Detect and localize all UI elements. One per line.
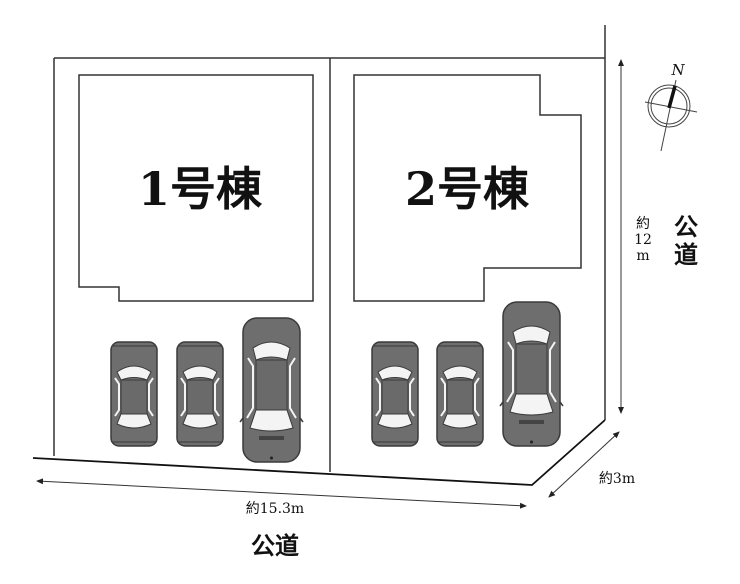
car-icon	[371, 341, 419, 447]
east-road-label-2: 道	[674, 240, 698, 269]
north-compass-icon: N	[644, 61, 698, 152]
car-icon	[436, 341, 484, 447]
depth-label-2: 12	[634, 232, 652, 248]
car-icon	[110, 341, 158, 447]
road-width-label: 約3m	[599, 471, 635, 487]
car-icon	[176, 341, 224, 447]
road-width-arrow	[548, 431, 620, 498]
north-label: N	[670, 61, 685, 79]
building-2-footprint	[353, 74, 582, 302]
width-dimension-label: 約15.3m	[246, 501, 304, 517]
width-dimension-arrow	[36, 478, 527, 509]
depth-label-1: 約	[636, 216, 650, 232]
car-icon	[499, 301, 564, 447]
building-1-label: 1号棟	[138, 162, 263, 216]
depth-label-3: m	[636, 248, 649, 264]
east-road-label-1: 公	[674, 212, 698, 241]
building-1-footprint	[78, 74, 314, 302]
south-road-label: 公道	[251, 531, 299, 560]
lot-boundary	[53, 25, 606, 472]
building-2-label: 2号棟	[405, 162, 530, 216]
car-icon	[239, 317, 304, 463]
